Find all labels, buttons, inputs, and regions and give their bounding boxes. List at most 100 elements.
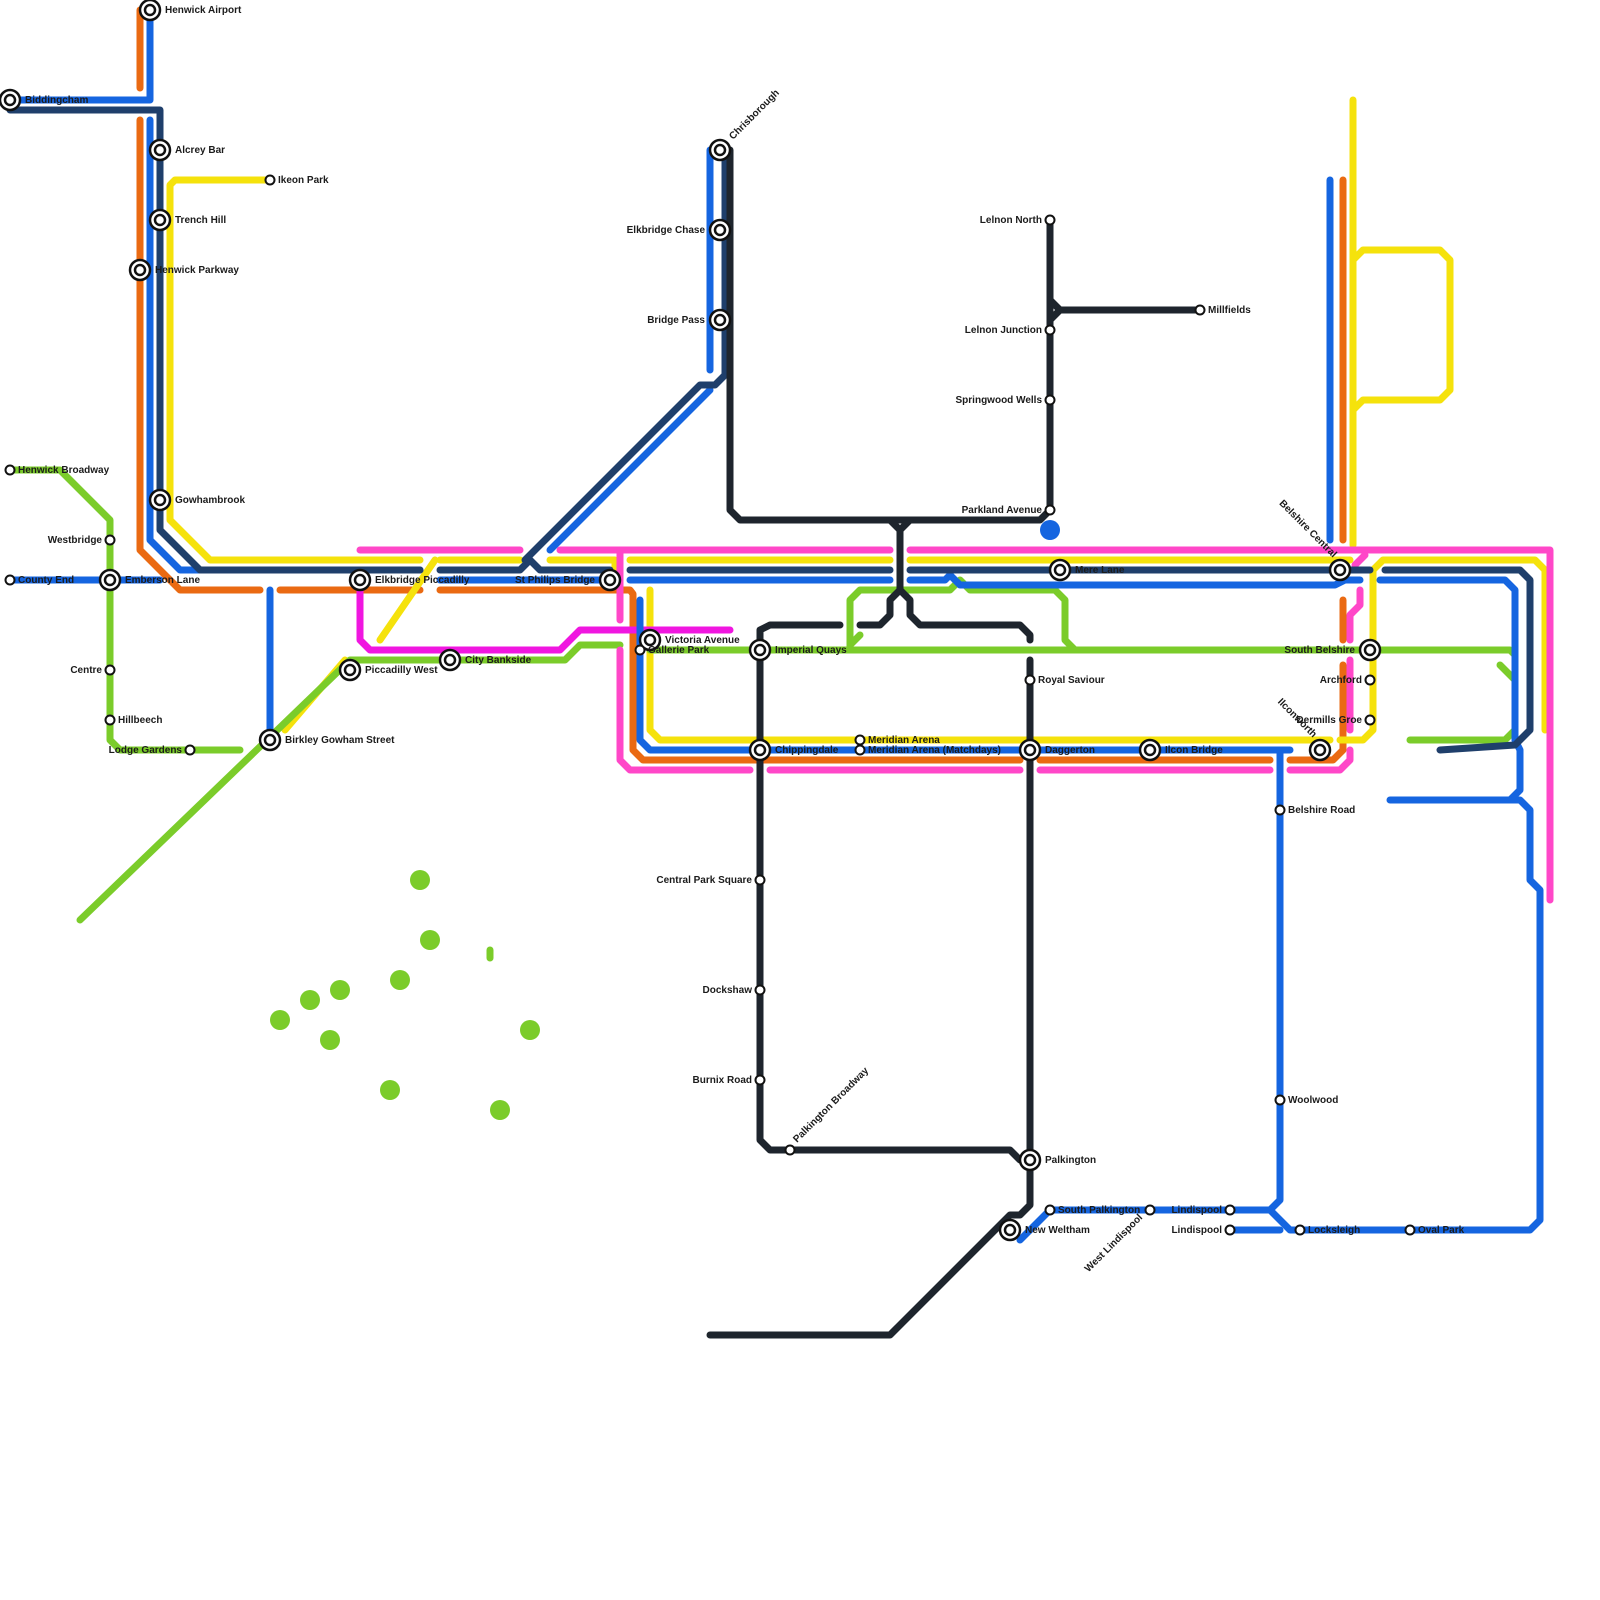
station-henwick-airport[interactable] bbox=[140, 0, 160, 20]
station-new-weltham[interactable] bbox=[1000, 1220, 1020, 1240]
station-meridian-arena[interactable] bbox=[856, 736, 865, 745]
label-chippingdale: Chippingdale bbox=[775, 745, 839, 756]
label-biddingcham: Biddingcham bbox=[25, 95, 88, 106]
station-hillbeech[interactable] bbox=[106, 716, 115, 725]
green-dots bbox=[270, 870, 540, 1120]
station-ikeon-park[interactable] bbox=[266, 176, 275, 185]
yellow-line bbox=[1353, 250, 1450, 410]
station-imperial-quays[interactable] bbox=[750, 640, 770, 660]
station-dockshaw[interactable] bbox=[756, 986, 765, 995]
station-gallerie-park[interactable] bbox=[636, 646, 645, 655]
station-centre[interactable] bbox=[106, 666, 115, 675]
station-parkland-avenue[interactable] bbox=[1046, 506, 1055, 515]
station-woolwood[interactable] bbox=[1276, 1096, 1285, 1105]
label-meridian-arena-matchdays: Meridian Arena (Matchdays) bbox=[868, 745, 1001, 756]
station-piccadilly-west[interactable] bbox=[340, 660, 360, 680]
label-oval-park: Oval Park bbox=[1418, 1225, 1465, 1236]
station-millfields[interactable] bbox=[1196, 306, 1205, 315]
station-dermills-groe[interactable] bbox=[1366, 716, 1375, 725]
label-lelnon-north: Lelnon North bbox=[980, 215, 1042, 226]
station-trench-hill[interactable] bbox=[150, 210, 170, 230]
station-westbridge[interactable] bbox=[106, 536, 115, 545]
station-belshire-road[interactable] bbox=[1276, 806, 1285, 815]
station-lelnon-north[interactable] bbox=[1046, 216, 1055, 225]
station-chippingdale[interactable] bbox=[750, 740, 770, 760]
green-line bbox=[10, 470, 240, 750]
label-ilcon-bridge: Ilcon Bridge bbox=[1165, 745, 1223, 756]
label-birkley-gowham-street: Birkley Gowham Street bbox=[285, 735, 395, 746]
station-birkley-gowham-street[interactable] bbox=[260, 730, 280, 750]
label-lindispool-lower: Lindispool bbox=[1171, 1225, 1222, 1236]
station-biddingcham[interactable] bbox=[0, 90, 20, 110]
station-meridian-arena-matchdays[interactable] bbox=[856, 746, 865, 755]
station-springwood-wells[interactable] bbox=[1046, 396, 1055, 405]
station-st-philips-bridge[interactable] bbox=[600, 570, 620, 590]
station-lindispool-upper[interactable] bbox=[1226, 1206, 1235, 1215]
station-central-park-square[interactable] bbox=[756, 876, 765, 885]
station-henwick-parkway[interactable] bbox=[130, 260, 150, 280]
label-royal-saviour: Royal Saviour bbox=[1038, 675, 1105, 686]
station-oval-park[interactable] bbox=[1406, 1226, 1415, 1235]
label-springwood-wells: Springwood Wells bbox=[956, 395, 1043, 406]
label-piccadilly-west: Piccadilly West bbox=[365, 665, 438, 676]
station-henwick-broadway[interactable] bbox=[6, 466, 15, 475]
station-lelnon-junction[interactable] bbox=[1046, 326, 1055, 335]
label-burnix-road: Burnix Road bbox=[693, 1075, 752, 1086]
station-alcrey-bar[interactable] bbox=[150, 140, 170, 160]
label-south-belshire: South Belshire bbox=[1284, 645, 1355, 656]
label-st-philips-bridge: St Philips Bridge bbox=[515, 575, 595, 586]
station-palkington[interactable] bbox=[1020, 1150, 1040, 1170]
station-palkington-broadway[interactable] bbox=[786, 1146, 795, 1155]
label-lodge-gardens: Lodge Gardens bbox=[109, 745, 183, 756]
station-labels: Henwick Airport Biddingcham Alcrey Bar T… bbox=[18, 5, 1465, 1275]
label-county-end: County End bbox=[18, 575, 74, 586]
station-gowhambrook[interactable] bbox=[150, 490, 170, 510]
green-line bbox=[80, 645, 620, 920]
station-south-belshire[interactable] bbox=[1360, 640, 1380, 660]
station-lodge-gardens[interactable] bbox=[186, 746, 195, 755]
station-elkbridge-piccadilly[interactable] bbox=[350, 570, 370, 590]
station-mere-lane[interactable] bbox=[1050, 560, 1070, 580]
label-centre: Centre bbox=[70, 665, 102, 676]
station-chrisborough[interactable] bbox=[710, 140, 730, 160]
navy-line bbox=[1385, 570, 1530, 750]
label-trench-hill: Trench Hill bbox=[175, 215, 226, 226]
station-ilconworth[interactable] bbox=[1310, 740, 1330, 760]
station-burnix-road[interactable] bbox=[756, 1076, 765, 1085]
label-woolwood: Woolwood bbox=[1288, 1095, 1338, 1106]
station-belshire-central[interactable] bbox=[1330, 560, 1350, 580]
line-layer bbox=[10, 10, 1550, 1335]
label-south-palkington: South Palkington bbox=[1058, 1205, 1140, 1216]
label-bridge-pass: Bridge Pass bbox=[647, 315, 705, 326]
station-emberson-lane[interactable] bbox=[100, 570, 120, 590]
label-westbridge: Westbridge bbox=[48, 535, 103, 546]
green-dot bbox=[420, 930, 440, 950]
station-bridge-pass[interactable] bbox=[710, 310, 730, 330]
station-south-palkington[interactable] bbox=[1046, 1206, 1055, 1215]
yellow-line bbox=[650, 590, 1330, 740]
station-county-end[interactable] bbox=[6, 576, 15, 585]
station-royal-saviour[interactable] bbox=[1026, 676, 1035, 685]
station-archford[interactable] bbox=[1366, 676, 1375, 685]
blue-line bbox=[1380, 580, 1515, 740]
station-city-bankside[interactable] bbox=[440, 650, 460, 670]
green-dot bbox=[300, 990, 320, 1010]
label-gowhambrook: Gowhambrook bbox=[175, 495, 245, 506]
station-ilcon-bridge[interactable] bbox=[1140, 740, 1160, 760]
label-central-park-square: Central Park Square bbox=[656, 875, 752, 886]
station-west-lindispool[interactable] bbox=[1146, 1206, 1155, 1215]
station-locksleigh[interactable] bbox=[1296, 1226, 1305, 1235]
label-parkland-avenue: Parkland Avenue bbox=[962, 505, 1043, 516]
green-dot bbox=[390, 970, 410, 990]
blue-line bbox=[550, 390, 710, 550]
station-lindispool-lower[interactable] bbox=[1226, 1226, 1235, 1235]
pink-line bbox=[1355, 555, 1365, 565]
station-elkbridge-chase[interactable] bbox=[710, 220, 730, 240]
label-henwick-airport: Henwick Airport bbox=[165, 5, 242, 16]
blue-line bbox=[1020, 750, 1280, 1240]
label-dockshaw: Dockshaw bbox=[703, 985, 753, 996]
blue-line bbox=[1510, 740, 1520, 800]
green-line bbox=[850, 580, 1075, 650]
green-dot bbox=[410, 870, 430, 890]
station-daggerton[interactable] bbox=[1020, 740, 1040, 760]
